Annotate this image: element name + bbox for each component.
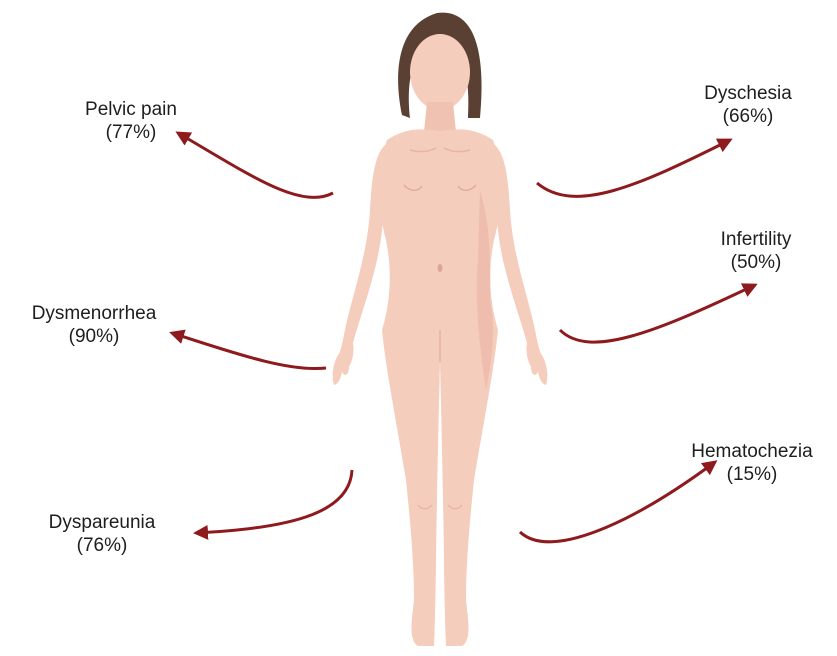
label-pelvic-pain: Pelvic pain (77%) <box>66 98 196 144</box>
symptom-name: Dyschesia <box>688 82 808 105</box>
arrow-dyschesia <box>537 140 730 196</box>
label-dyspareunia: Dyspareunia (76%) <box>32 511 172 557</box>
right-arm <box>488 142 547 385</box>
label-dyschesia: Dyschesia (66%) <box>688 82 808 128</box>
label-dysmenorrhea: Dysmenorrhea (90%) <box>14 302 174 348</box>
symptom-percentage: (15%) <box>673 463 831 486</box>
symptom-percentage: (90%) <box>14 325 174 348</box>
arrow-pelvic-pain <box>178 133 333 197</box>
arrow-infertility <box>560 285 755 342</box>
symptom-percentage: (50%) <box>696 251 816 274</box>
symptom-name: Dysmenorrhea <box>14 302 174 325</box>
left-arm <box>333 142 392 385</box>
symptom-percentage: (76%) <box>32 534 172 557</box>
symptom-name: Hematochezia <box>673 440 831 463</box>
symptom-name: Pelvic pain <box>66 98 196 121</box>
symptom-name: Infertility <box>696 228 816 251</box>
symptom-name: Dyspareunia <box>32 511 172 534</box>
arrow-dyspareunia <box>196 470 352 533</box>
neck <box>424 102 456 132</box>
female-body-figure <box>333 13 548 646</box>
symptom-percentage: (66%) <box>688 105 808 128</box>
navel <box>438 264 443 272</box>
symptom-percentage: (77%) <box>66 121 196 144</box>
arrow-dysmenorrhea <box>172 333 326 369</box>
label-infertility: Infertility (50%) <box>696 228 816 274</box>
label-hematochezia: Hematochezia (15%) <box>673 440 831 486</box>
head <box>410 34 470 110</box>
